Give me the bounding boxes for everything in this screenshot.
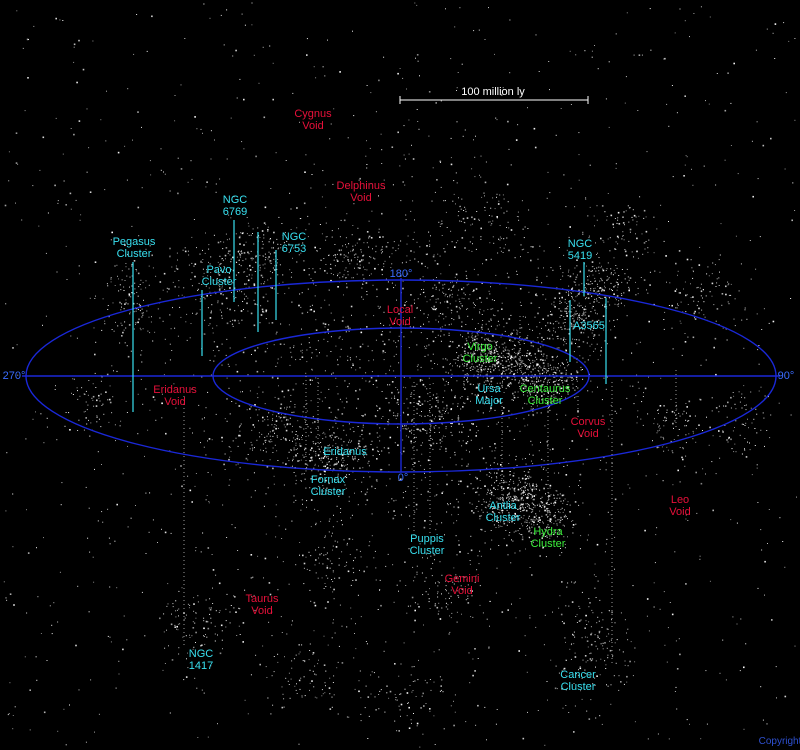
taurus-void-label: Taurus Void [245, 593, 279, 617]
corvus-void-label: Corvus Void [570, 416, 606, 440]
centaurus-cluster-label: Centaurus Cluster [519, 383, 571, 407]
ngc5419-label: NGC 5419 [567, 238, 593, 262]
puppis-cluster-label: Puppis Cluster [409, 533, 445, 557]
fornax-cluster-label: Fornax Cluster [310, 474, 346, 498]
pegasus-cluster-label: Pegasus Cluster [112, 236, 156, 260]
cygnus-void-label: Cygnus Void [294, 108, 332, 132]
leo-void-label: Leo Void [669, 494, 691, 518]
axis-label-0: 0° [397, 472, 409, 484]
virgo-cluster-label: Virgo Cluster [462, 341, 498, 365]
gemini-void-label: Gemini Void [444, 573, 480, 597]
hydra-cluster-label: Hydra Cluster [530, 526, 566, 550]
dotted-drop-lines [183, 316, 677, 664]
cancer-cluster-label: Cancer Cluster [560, 669, 596, 693]
copyright-label: Copyright [758, 736, 800, 747]
ursa-major-label: Ursa Major [475, 383, 503, 407]
cluster-drop-lines [132, 220, 607, 412]
axis-label-270: 270° [2, 370, 26, 382]
eridanus-void-label: Eridanus Void [153, 384, 197, 408]
axis-label-180: 180° [389, 268, 413, 280]
ngc1417-label: NGC 1417 [188, 648, 214, 672]
a3565-label: A3565 [573, 320, 605, 332]
local-void-label: Local Void [386, 304, 414, 328]
ngc6769-label: NGC 6769 [222, 194, 248, 218]
ngc6753-label: NGC 6753 [281, 231, 307, 255]
scale-bar [399, 96, 589, 104]
eridanus-cluster-label: Eridanus [323, 446, 367, 458]
pavo-cluster-label: Pavo Cluster [201, 264, 237, 288]
antlia-cluster-label: Antlia Cluster [485, 500, 521, 524]
galaxy-star-field [3, 2, 797, 748]
delphinus-void-label: Delphinus Void [336, 180, 386, 204]
galactic-grid [22, 278, 780, 473]
axis-label-90: 90° [777, 370, 795, 382]
scale-label: 100 million ly [461, 86, 525, 98]
